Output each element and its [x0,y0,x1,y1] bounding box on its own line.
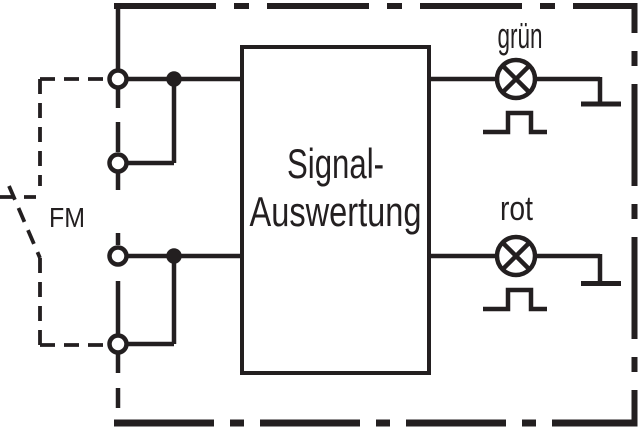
wire-jumper-2 [127,260,177,347]
lamp-cross [501,64,531,94]
green-lamp-label: grün [498,15,543,56]
junction-dot [166,248,182,264]
terminal-circle [107,245,129,267]
wire-jumper-1 [127,83,177,166]
signal-box-label-line1: Signal- [287,140,384,187]
earth-ground-icon [581,254,621,286]
terminal-column [107,3,129,408]
terminal-circle [107,68,129,90]
earth-ground-icon [581,77,621,107]
fm-switch-contact-icon [7,185,42,259]
terminal-circle [107,333,129,355]
red-lamp-label: rot [500,190,533,228]
indicator-lamp-icon [494,57,538,101]
fm-contact-group: FM [0,77,103,347]
red-output-group: rot [431,190,621,312]
signal-box-outline [240,45,431,375]
signal-box-label-line2: Auswertung [250,188,422,235]
lamp-cross [501,241,531,271]
fm-label: FM [49,202,85,233]
input-wires [127,71,240,347]
signal-evaluation-box: Signal- Auswertung [240,45,431,375]
enclosure-dashed-border [114,3,638,427]
indicator-lamp-icon [494,234,538,278]
green-output-group: grün [431,15,621,135]
junction-dot [166,71,182,87]
pulse-signal-icon [483,110,547,135]
pulse-signal-icon [483,287,547,312]
terminal-circle [107,152,129,174]
